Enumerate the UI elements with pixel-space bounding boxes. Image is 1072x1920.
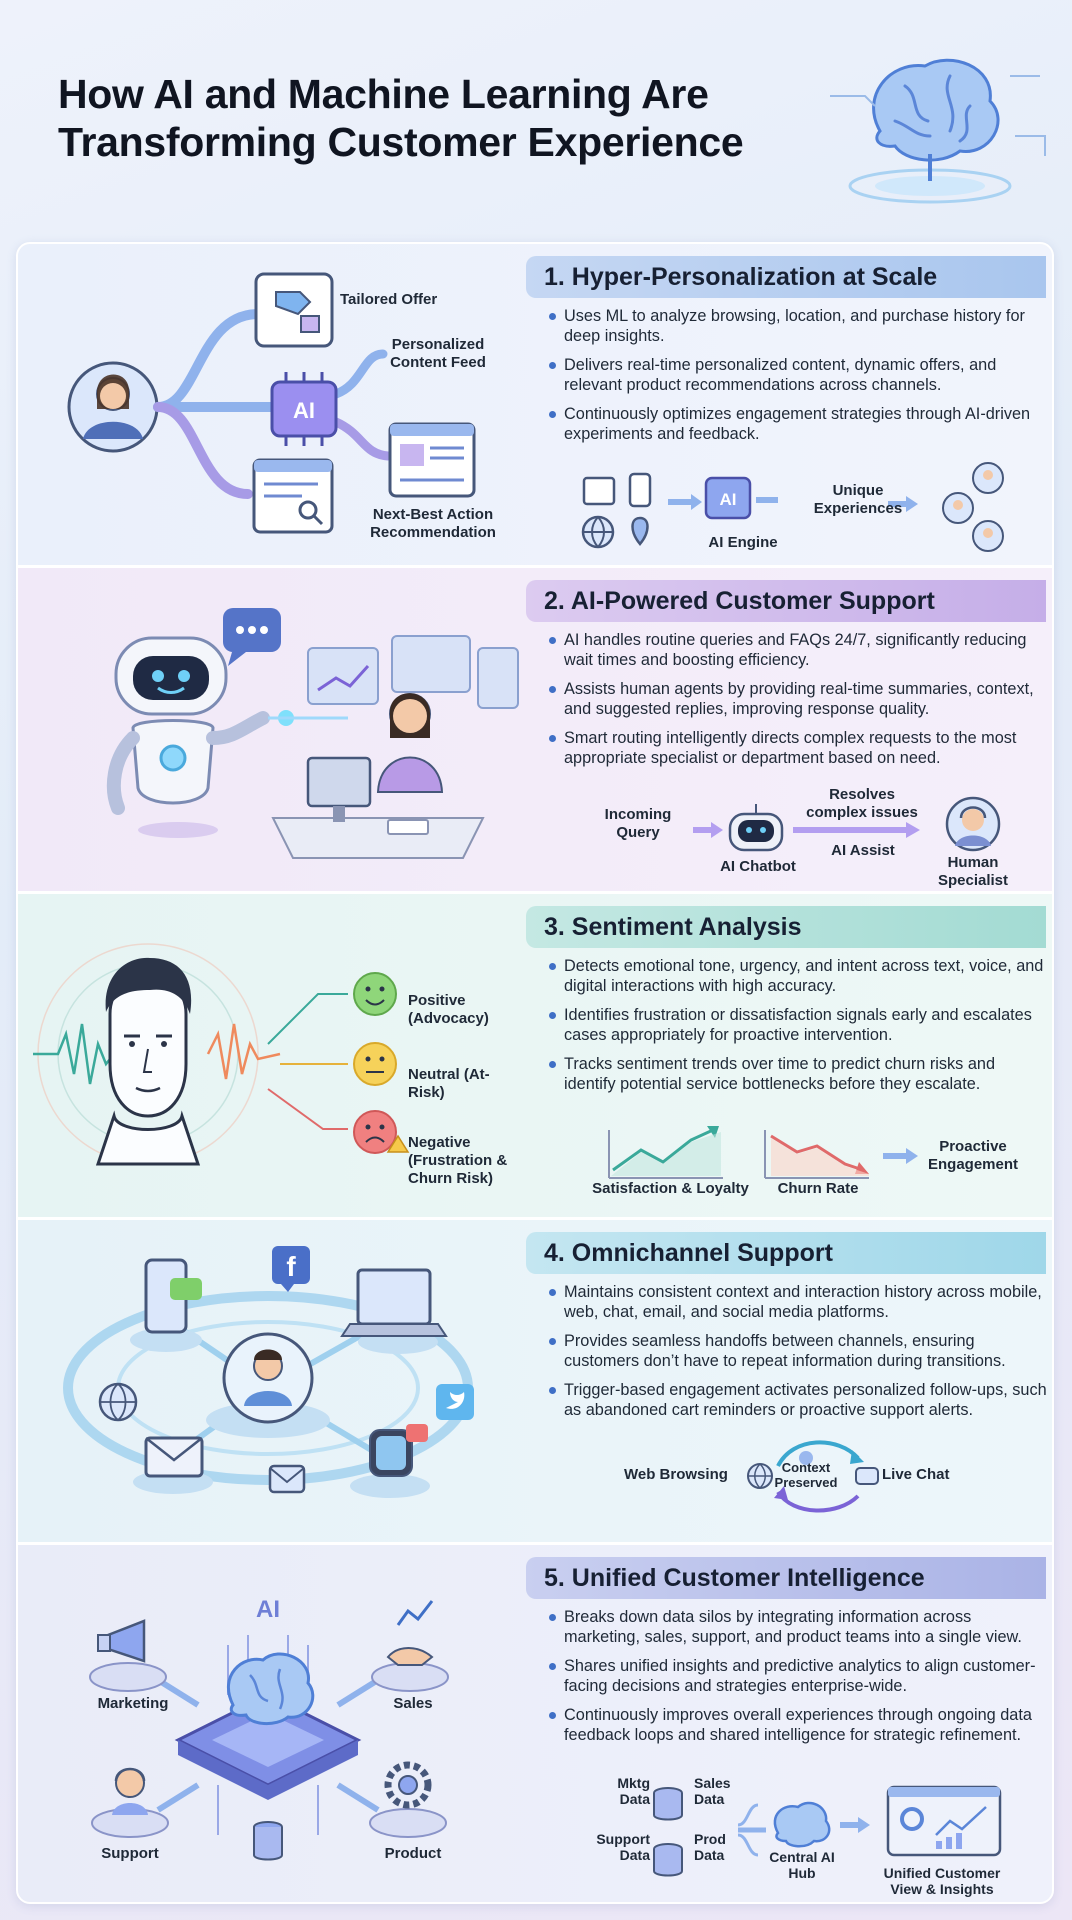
churn-rate-label: Churn Rate — [777, 1180, 859, 1197]
bullet-item: Provides seamless handoffs between chann… — [548, 1331, 1048, 1371]
section-omnichannel: 4. Omnichannel Support Maintains consist… — [18, 1220, 1052, 1545]
section-sentiment: 3. Sentiment Analysis Detects emotional … — [18, 894, 1052, 1220]
content-feed-label: Personalized Content Feed — [390, 336, 486, 371]
unified-view-label: Unified Customer View & Insights — [883, 1865, 1001, 1897]
sales-data-label: Sales Data — [694, 1775, 731, 1807]
ai-title: AI — [256, 1596, 280, 1623]
ai-assist-label: AI Assist — [831, 842, 895, 859]
bullet-item: Maintains consistent context and interac… — [548, 1282, 1048, 1322]
prod-data-label: Prod Data — [694, 1831, 726, 1863]
support-label: Support — [101, 1845, 159, 1862]
facebook-icon: f — [286, 1251, 296, 1282]
tailored-offer-label: Tailored Offer — [340, 291, 438, 308]
live-chat-label: Live Chat — [882, 1466, 950, 1483]
sentiment-diagram — [33, 943, 410, 1166]
ai-chip-label: AI — [293, 398, 315, 423]
content-frame: 1. Hyper-Personalization at Scale Uses M… — [16, 242, 1054, 1904]
sentiment-positive-label: Positive (Advocacy) — [408, 992, 489, 1027]
context-preserved-label: Context Preserved — [774, 1460, 838, 1490]
support-data-label: Support Data — [596, 1831, 650, 1863]
intelligence-diagram: AI — [89, 1596, 449, 1861]
section-support: 2. AI-Powered Customer Support AI handle… — [18, 568, 1052, 894]
bullet-list: Breaks down data silos by integrating in… — [548, 1607, 1048, 1754]
incoming-query-label: Incoming Query — [604, 806, 672, 841]
bullet-item: Delivers real-time personalized content,… — [548, 355, 1048, 395]
ai-engine-chip: AI — [720, 490, 737, 509]
unique-experiences-label: Unique Experiences — [813, 482, 903, 517]
section-heading: 1. Hyper-Personalization at Scale — [526, 256, 1046, 298]
page-title: How AI and Machine Learning Are Transfor… — [58, 71, 744, 165]
bullet-item: Uses ML to analyze browsing, location, a… — [548, 306, 1048, 346]
bullet-item: Assists human agents by providing real-t… — [548, 679, 1048, 719]
section-heading: 3. Sentiment Analysis — [526, 906, 1046, 948]
intelligence-flow — [653, 1785, 1002, 1877]
sentiment-flow — [608, 1126, 918, 1179]
bullet-item: Tracks sentiment trends over time to pre… — [548, 1054, 1048, 1094]
human-specialist-label: Human Specialist — [937, 854, 1009, 889]
web-browsing-label: Web Browsing — [624, 1466, 728, 1483]
satisfaction-label: Satisfaction & Loyalty — [592, 1180, 749, 1197]
sentiment-negative-label: Negative (Frustration & Churn Risk) — [408, 1134, 508, 1187]
bullet-list: Uses ML to analyze browsing, location, a… — [548, 306, 1048, 453]
sales-label: Sales — [393, 1695, 433, 1712]
product-label: Product — [384, 1845, 442, 1862]
bullet-item: Identifies frustration or dissatisfactio… — [548, 1005, 1048, 1045]
central-hub-label: Central AI Hub — [769, 1849, 835, 1881]
bullet-item: Shares unified insights and predictive a… — [548, 1656, 1048, 1696]
mktg-data-label: Mktg Data — [617, 1775, 650, 1807]
bullet-item: Continuously improves overall experience… — [548, 1705, 1048, 1745]
support-flow — [693, 796, 1001, 852]
bullet-item: Continuously optimizes engagement strate… — [548, 404, 1048, 444]
personalization-flow: AI — [581, 462, 1004, 552]
section-personalization: 1. Hyper-Personalization at Scale Uses M… — [18, 244, 1052, 568]
bullet-item: Trigger-based engagement activates perso… — [548, 1380, 1048, 1420]
section-heading: 5. Unified Customer Intelligence — [526, 1557, 1046, 1599]
section-heading: 4. Omnichannel Support — [526, 1232, 1046, 1274]
support-diagram — [106, 608, 519, 859]
omnichannel-flow — [747, 1440, 879, 1513]
bullet-list: Maintains consistent context and interac… — [548, 1282, 1048, 1429]
section-intelligence: 5. Unified Customer Intelligence Breaks … — [18, 1545, 1052, 1902]
personalization-diagram: AI — [67, 272, 476, 534]
proactive-label: Proactive Engagement — [927, 1138, 1018, 1173]
sentiment-neutral-label: Neutral (At-Risk) — [408, 1066, 490, 1101]
ai-chatbot-label: AI Chatbot — [720, 858, 796, 875]
section-heading: 2. AI-Powered Customer Support — [526, 580, 1046, 622]
ai-engine-label: AI Engine — [708, 534, 778, 551]
brain-illustration — [830, 58, 1046, 204]
resolves-label: Resolves complex issues — [806, 786, 918, 821]
omnichannel-diagram: f — [63, 1246, 474, 1498]
marketing-label: Marketing — [97, 1695, 169, 1712]
bullet-item: Smart routing intelligently directs comp… — [548, 728, 1048, 768]
bullet-item: Detects emotional tone, urgency, and int… — [548, 956, 1048, 996]
bullet-list: Detects emotional tone, urgency, and int… — [548, 956, 1048, 1103]
next-best-action-label: Next-Best Action Recommendation — [370, 506, 496, 541]
bullet-item: Breaks down data silos by integrating in… — [548, 1607, 1048, 1647]
bullet-item: AI handles routine queries and FAQs 24/7… — [548, 630, 1048, 670]
bullet-list: AI handles routine queries and FAQs 24/7… — [548, 630, 1048, 777]
